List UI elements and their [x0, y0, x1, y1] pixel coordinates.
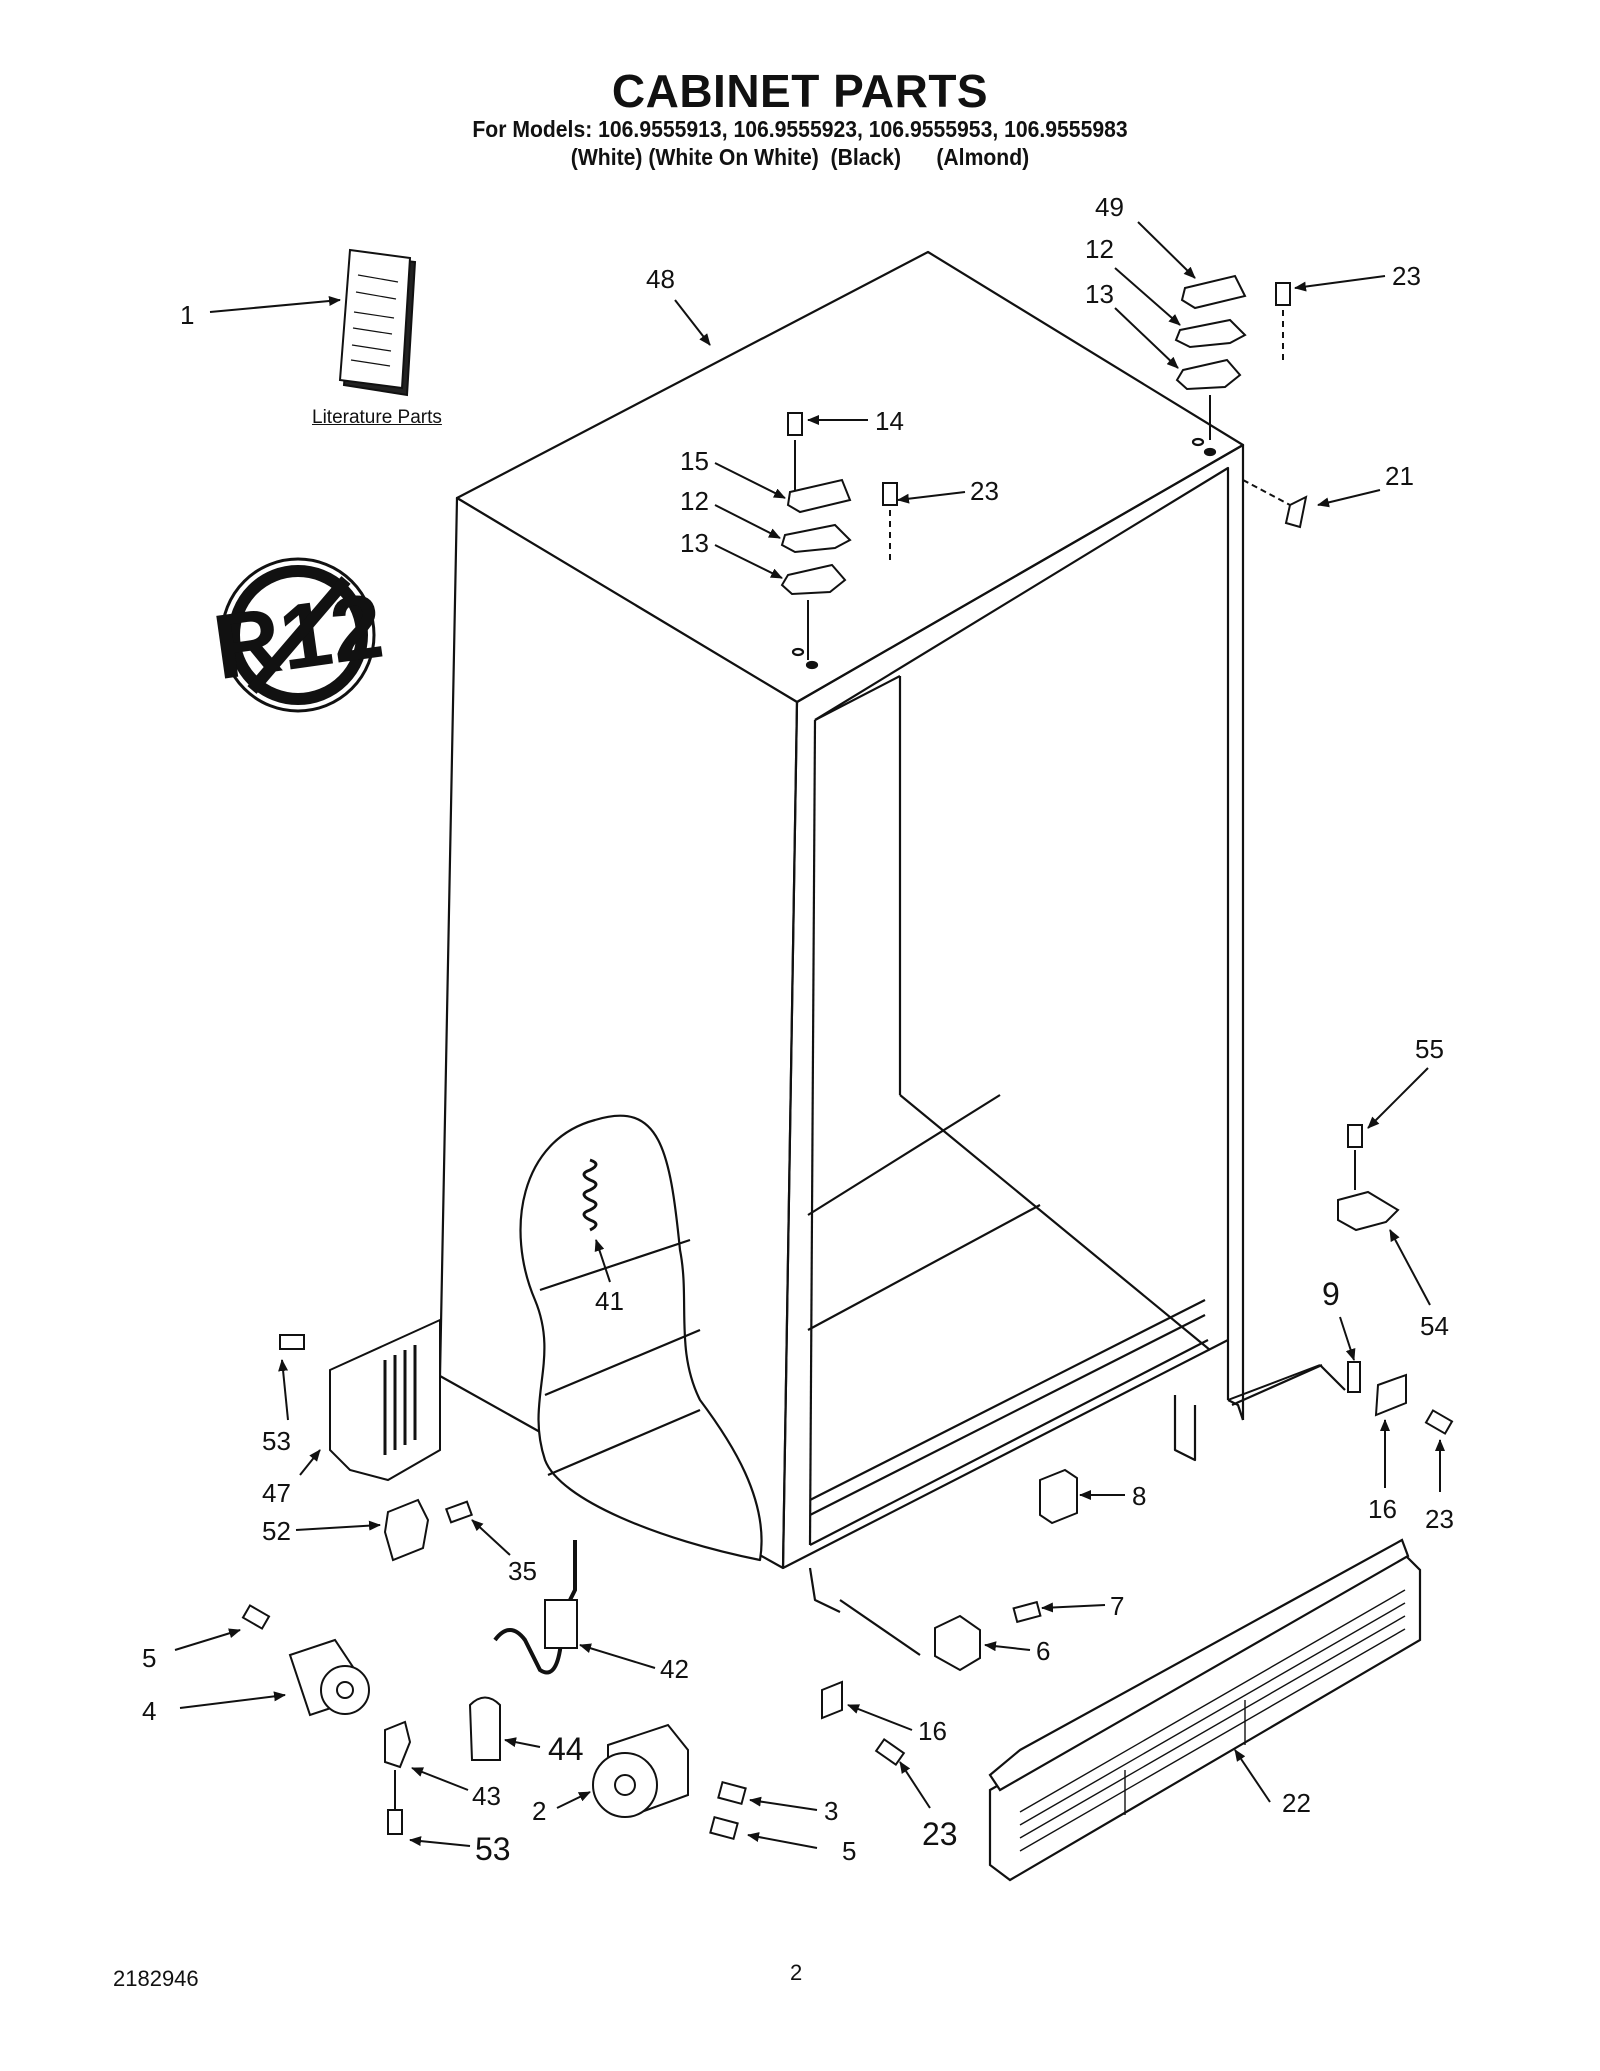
callout-21: 21 [1385, 461, 1414, 491]
roller-4-icon [241, 1604, 370, 1717]
callout-35: 35 [508, 1556, 537, 1586]
bracket-52-icon [383, 1498, 474, 1562]
callout-8: 8 [1132, 1481, 1146, 1511]
bracket-54-icon [1337, 1124, 1400, 1232]
document-code: 2182946 [113, 1966, 199, 1991]
bracket-16-right-icon [1227, 1361, 1454, 1435]
callout-53-lower: 53 [475, 1831, 511, 1867]
callout-15: 15 [680, 446, 709, 476]
callout-16-lower: 16 [918, 1716, 947, 1746]
callout-44: 44 [548, 1731, 584, 1767]
hinge-center-assembly [780, 412, 898, 660]
callout-1: 1 [180, 300, 194, 330]
no-r12-symbol-icon: R12 [208, 557, 389, 713]
callout-5-lower: 5 [842, 1836, 856, 1866]
callout-13-center: 13 [680, 528, 709, 558]
callout-14: 14 [875, 406, 904, 436]
colors-line: (White) (White On White) (Black) (Almond… [570, 144, 1030, 170]
hinge-right-assembly [1174, 274, 1291, 440]
callout-12-center: 12 [680, 486, 709, 516]
callout-52: 52 [262, 1516, 291, 1546]
callout-54: 54 [1420, 1311, 1449, 1341]
callout-55: 55 [1415, 1034, 1444, 1064]
callout-arrows [174, 221, 1445, 1849]
callout-23-right: 23 [1425, 1504, 1454, 1534]
callout-labels: 1 48 49 12 13 23 14 15 12 13 23 21 55 41… [142, 192, 1454, 1867]
callout-16-right: 16 [1368, 1494, 1397, 1524]
callout-47: 47 [262, 1478, 291, 1508]
callout-48: 48 [646, 264, 675, 294]
callout-23-center: 23 [970, 476, 999, 506]
cabinet-body [438, 250, 1346, 1656]
literature-booklet-icon [338, 248, 417, 397]
clip-43-icon [384, 1720, 412, 1835]
literature-parts-label: Literature Parts [312, 407, 442, 428]
bracket-16-lower-icon [821, 1680, 906, 1767]
callout-41: 41 [595, 1286, 624, 1316]
callout-9: 9 [1322, 1276, 1340, 1312]
callout-22: 22 [1282, 1788, 1311, 1818]
clip-21-icon [1242, 479, 1308, 529]
bracket-6-icon [934, 1600, 1042, 1672]
callout-23-top-right: 23 [1392, 261, 1421, 291]
page-title: CABINET PARTS [611, 65, 989, 117]
callout-3: 3 [824, 1796, 838, 1826]
roller-2-icon [592, 1723, 747, 1841]
tube-42-icon [493, 1540, 578, 1675]
callout-23-lower: 23 [922, 1816, 958, 1852]
callout-2: 2 [532, 1796, 546, 1826]
block-8-icon [1039, 1468, 1078, 1525]
callout-6: 6 [1036, 1636, 1050, 1666]
callout-7: 7 [1110, 1591, 1124, 1621]
bracket-44-icon [468, 1696, 501, 1761]
callout-53-left: 53 [262, 1426, 291, 1456]
models-line: For Models: 106.9555913, 106.9555923, 10… [472, 116, 1128, 142]
callout-5-left: 5 [142, 1643, 156, 1673]
grille-22 [988, 1538, 1422, 1882]
callout-42: 42 [660, 1654, 689, 1684]
callout-43: 43 [472, 1781, 501, 1811]
callout-49: 49 [1095, 192, 1124, 222]
electrical-box-47-icon [279, 1318, 441, 1482]
callout-4: 4 [142, 1696, 156, 1726]
callout-13-right: 13 [1085, 279, 1114, 309]
callout-12-right: 12 [1085, 234, 1114, 264]
page-number: 2 [790, 1960, 803, 1985]
